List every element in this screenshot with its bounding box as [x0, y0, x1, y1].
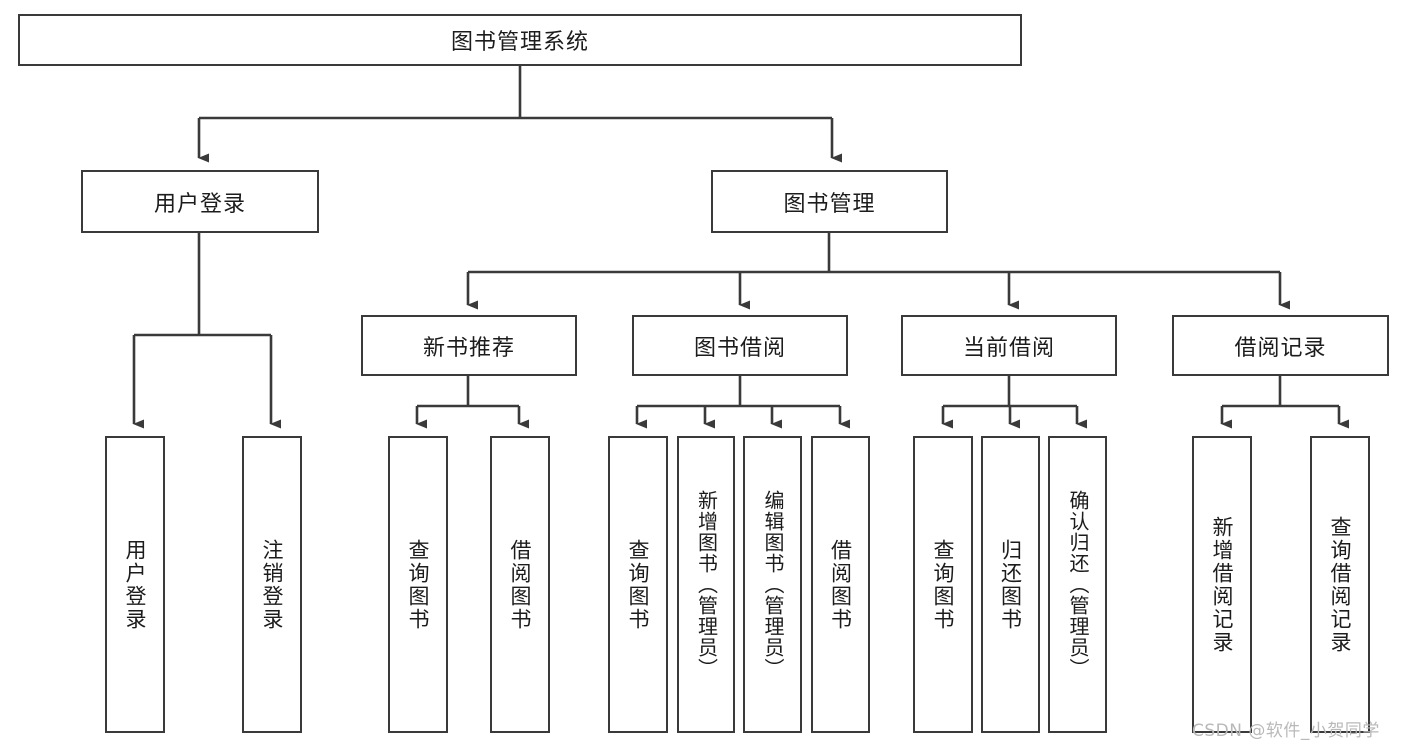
- node-book-borrow[interactable]: 图书借阅: [632, 315, 848, 376]
- node-leaf-edit-book[interactable]: 编辑图书（管理员）: [743, 436, 802, 733]
- node-root[interactable]: 图书管理系统: [18, 14, 1022, 66]
- node-leaf-borrow-book-1[interactable]: 借阅图书: [490, 436, 550, 733]
- node-leaf-confirm-return[interactable]: 确认归还（管理员）: [1048, 436, 1107, 733]
- node-borrow-record[interactable]: 借阅记录: [1172, 315, 1389, 376]
- node-new-book-recommend[interactable]: 新书推荐: [361, 315, 577, 376]
- node-leaf-user-login[interactable]: 用户登录: [105, 436, 165, 733]
- node-current-borrow[interactable]: 当前借阅: [901, 315, 1117, 376]
- node-leaf-logout-login[interactable]: 注销登录: [242, 436, 302, 733]
- node-leaf-query-record[interactable]: 查询借阅记录: [1310, 436, 1370, 733]
- node-leaf-borrow-book-2[interactable]: 借阅图书: [811, 436, 870, 733]
- node-leaf-add-record[interactable]: 新增借阅记录: [1192, 436, 1252, 733]
- node-leaf-query-book-2[interactable]: 查询图书: [608, 436, 668, 733]
- node-user-login[interactable]: 用户登录: [81, 170, 319, 233]
- node-book-manage[interactable]: 图书管理: [711, 170, 948, 233]
- node-leaf-add-book[interactable]: 新增图书（管理员）: [677, 436, 735, 733]
- node-leaf-query-book-3[interactable]: 查询图书: [913, 436, 973, 733]
- node-leaf-return-book[interactable]: 归还图书: [981, 436, 1040, 733]
- node-leaf-query-book-1[interactable]: 查询图书: [388, 436, 448, 733]
